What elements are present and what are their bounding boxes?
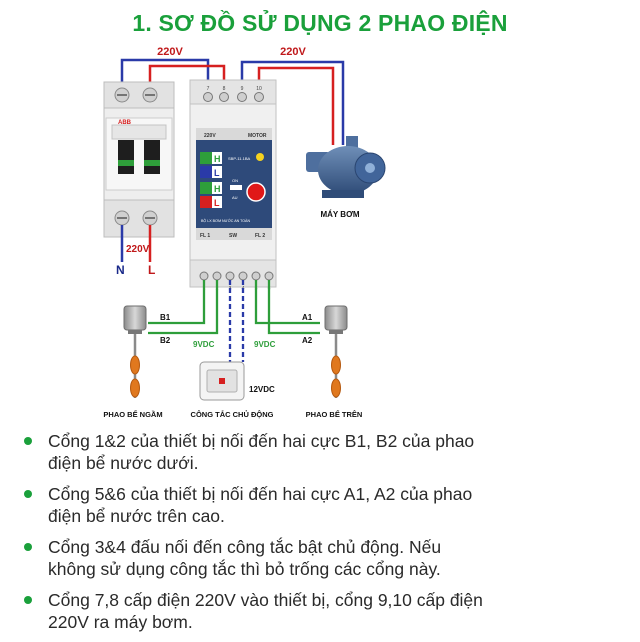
supply-left-label: 220V [157,46,183,58]
panel-h1-label: H [214,154,221,164]
panel-auto-label: AU [232,195,238,200]
note-text: Cổng 5&6 của thiết bị nối đến hai cực A1… [48,484,473,526]
float-wires [148,280,320,362]
water-pump [306,136,386,198]
manual-switch [199,361,245,401]
note-item: Cổng 1&2 của thiết bị nối đến hai cực B1… [22,430,492,474]
pump-label: MÁY BƠM [320,210,359,219]
float-low-tank [123,305,147,398]
bullet-icon [24,490,32,498]
neutral-label: N [116,263,125,277]
float-a2-label: A2 [302,336,313,345]
note-item: Cổng 7,8 cấp điện 220V vào thiết bị, cổn… [22,589,492,633]
top-terminals: 7 8 9 10 [203,86,264,102]
float-high-tank [324,305,348,398]
dc-switch-label: 12VDC [249,385,275,394]
manual-switch-label: CÔNG TẮC CHỦ ĐỘNG [191,410,274,419]
bullet-icon [24,596,32,604]
float-b2-label: B2 [160,336,171,345]
circuit-breaker [103,81,175,238]
panel-model-label: SBP-11.1BA [228,156,250,161]
float-low-label: PHAO BỂ NGẦM [103,409,162,419]
panel-caption: BỘ LX BƠM NƯỚC AN TOÀN [201,218,250,223]
wiring-diagram: 220V 220V ABB 220V N L [103,46,386,419]
note-item: Cổng 5&6 của thiết bị nối đến hai cực A1… [22,483,492,527]
panel-fl1-label: FL 1 [200,233,210,239]
breaker-brand-logo: ABB [118,120,132,126]
panel-h2-label: H [214,184,221,194]
terminal-7: 7 [207,86,210,92]
note-item: Cổng 3&4 đấu nối đến công tắc bật chủ độ… [22,536,492,580]
note-text: Cổng 1&2 của thiết bị nối đến hai cực B1… [48,431,475,473]
panel-220v-label: 220V [204,133,216,139]
terminal-9: 9 [241,86,244,92]
panel-l1-label: L [214,168,220,178]
supply-right-label: 220V [280,46,306,58]
float-high-label: PHAO BỂ TRÊN [306,410,363,419]
terminal-10: 10 [256,86,262,92]
notes-list: Cổng 1&2 của thiết bị nối đến hai cực B1… [22,430,492,642]
panel-l2-label: L [214,198,220,208]
breaker-voltage-label: 220V [126,244,150,255]
live-label: L [148,263,155,277]
page-title: 1. SƠ ĐỒ SỬ DỤNG 2 PHAO ĐIỆN [132,10,508,36]
panel-motor-label: MOTOR [248,133,267,139]
panel-sw-label: SW [229,233,237,239]
panel-on-label: ON [232,178,238,183]
float-b1-label: B1 [160,313,171,322]
note-text: Cổng 7,8 cấp điện 220V vào thiết bị, cổn… [48,590,483,632]
terminal-8: 8 [223,86,226,92]
bullet-icon [24,437,32,445]
bullet-icon [24,543,32,551]
panel-fl2-label: FL 2 [255,233,265,239]
float-a1-label: A1 [302,313,313,322]
pump-controller [189,79,277,288]
note-text: Cổng 3&4 đấu nối đến công tắc bật chủ độ… [48,537,442,579]
dc-left-label: 9VDC [193,340,215,349]
dc-right-label: 9VDC [254,340,276,349]
supply-wires [120,58,345,145]
